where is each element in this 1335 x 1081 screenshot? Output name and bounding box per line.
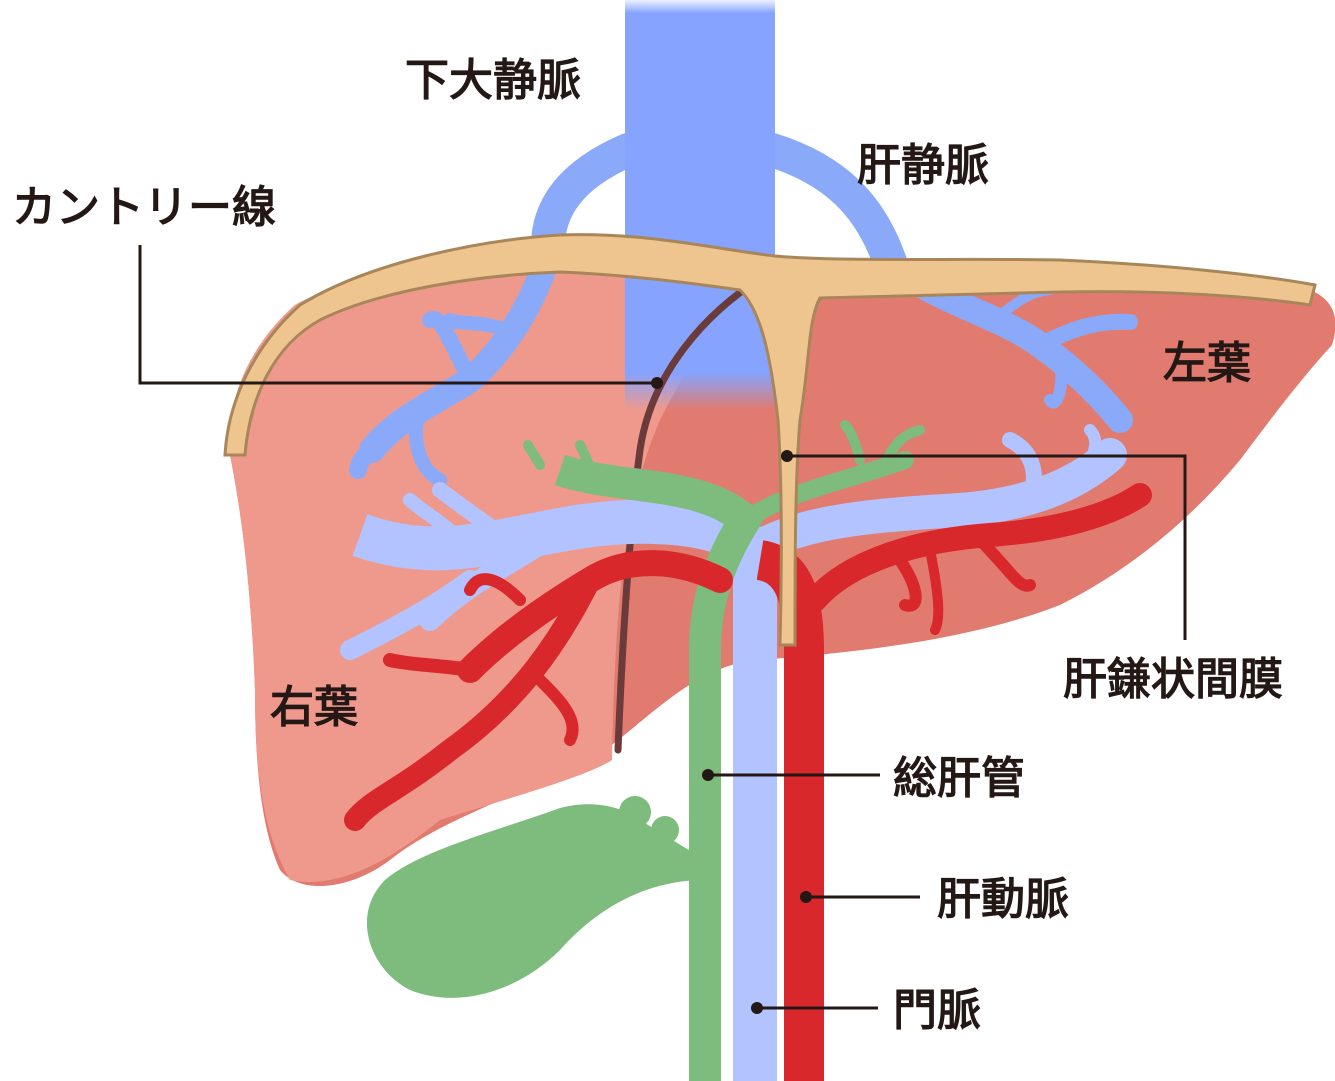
label-hepatic-artery: 肝動脈 xyxy=(937,874,1069,925)
ivc xyxy=(625,0,775,270)
label-right-lobe: 右葉 xyxy=(270,682,359,733)
label-portal-vein: 門脈 xyxy=(893,985,981,1036)
label-cantlie-line: カントリー線 xyxy=(12,182,276,233)
label-hepatic-vein: 肝静脈 xyxy=(857,140,989,191)
label-common-hepatic-duct: 総肝管 xyxy=(893,753,1025,804)
label-falciform-ligament: 肝鎌状間膜 xyxy=(1063,654,1283,705)
label-ivc: 下大静脈 xyxy=(405,55,581,106)
label-left-lobe: 左葉 xyxy=(1163,338,1252,389)
